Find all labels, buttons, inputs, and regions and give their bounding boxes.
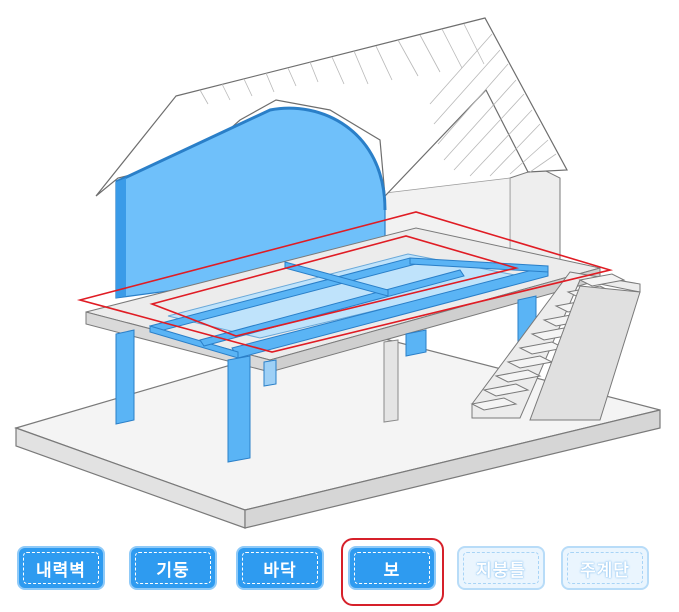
beam-label: 보 xyxy=(383,560,401,581)
column-label: 기둥 xyxy=(156,560,190,581)
main-stairs-label: 주계단 xyxy=(580,560,630,581)
beam-frame xyxy=(149,257,549,359)
columns xyxy=(115,295,537,463)
bearing-wall xyxy=(115,106,387,299)
beam-button[interactable]: 보 xyxy=(348,546,436,590)
selected-indicator xyxy=(341,538,444,606)
column-button[interactable]: 기둥 xyxy=(129,546,217,590)
beam-highlight xyxy=(76,211,614,353)
floor-button[interactable]: 바닥 xyxy=(236,546,324,590)
bearing-wall-button[interactable]: 내력벽 xyxy=(17,546,105,590)
roof-truss-label: 지붕틀 xyxy=(476,560,526,581)
bearing-wall-label: 내력벽 xyxy=(36,560,86,581)
roof-truss-button[interactable]: 지붕틀 xyxy=(457,546,545,590)
stairs xyxy=(470,271,641,421)
house-structure-diagram xyxy=(14,17,661,529)
main-stairs-button[interactable]: 주계단 xyxy=(561,546,649,590)
floor-label: 바닥 xyxy=(263,560,297,581)
